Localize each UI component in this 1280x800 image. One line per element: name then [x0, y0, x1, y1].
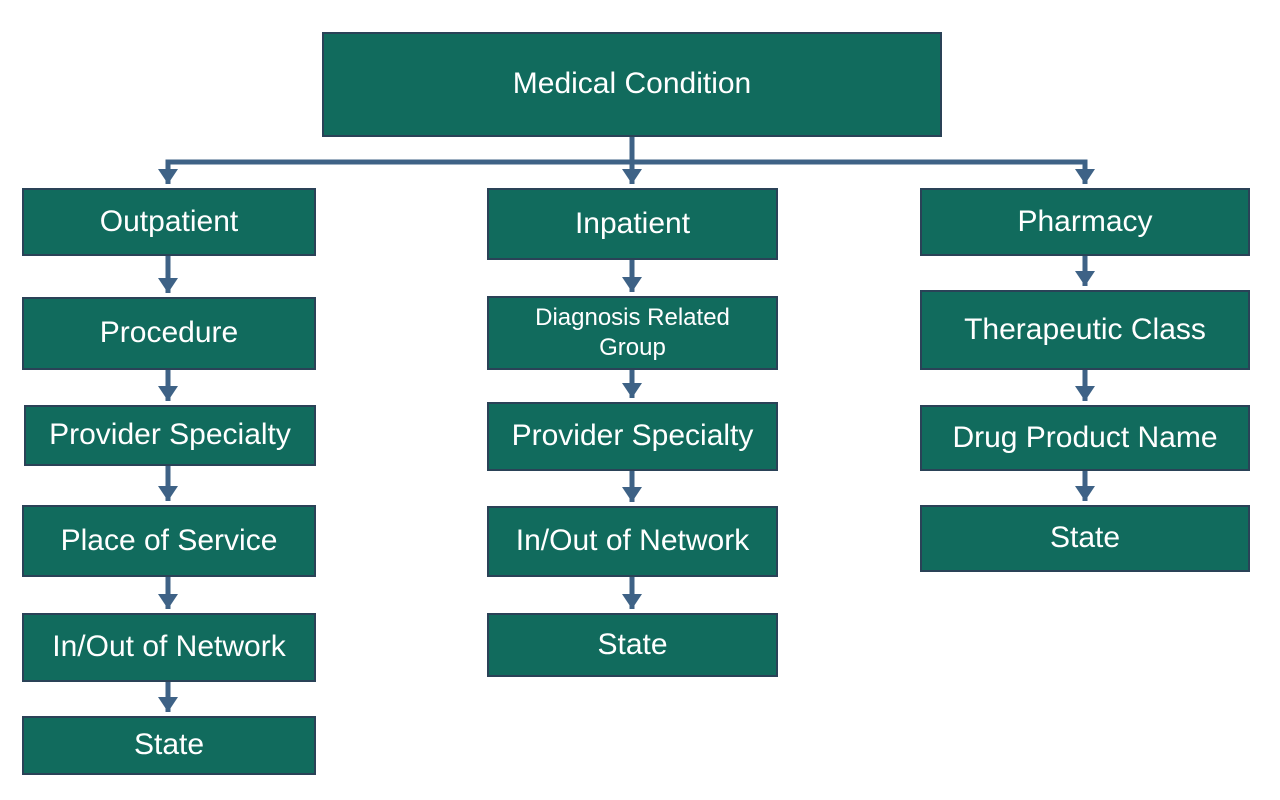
- node-inpatient: Inpatient: [487, 188, 778, 260]
- node-outpatient: Outpatient: [22, 188, 316, 256]
- node-state-inpatient: State: [487, 613, 778, 677]
- node-provider-specialty-outpatient: Provider Specialty: [24, 405, 316, 466]
- node-state-outpatient: State: [22, 716, 316, 775]
- node-medical-condition: Medical Condition: [322, 32, 942, 137]
- node-in-out-of-network-inpatient: In/Out of Network: [487, 506, 778, 577]
- node-place-of-service: Place of Service: [22, 505, 316, 577]
- node-diagnosis-related-group: Diagnosis Related Group: [487, 296, 778, 370]
- node-pharmacy: Pharmacy: [920, 188, 1250, 256]
- node-provider-specialty-inpatient: Provider Specialty: [487, 402, 778, 471]
- node-in-out-of-network-outpatient: In/Out of Network: [22, 613, 316, 682]
- node-state-pharmacy: State: [920, 505, 1250, 572]
- node-drug-product-name: Drug Product Name: [920, 405, 1250, 471]
- node-procedure: Procedure: [22, 297, 316, 370]
- node-therapeutic-class: Therapeutic Class: [920, 290, 1250, 370]
